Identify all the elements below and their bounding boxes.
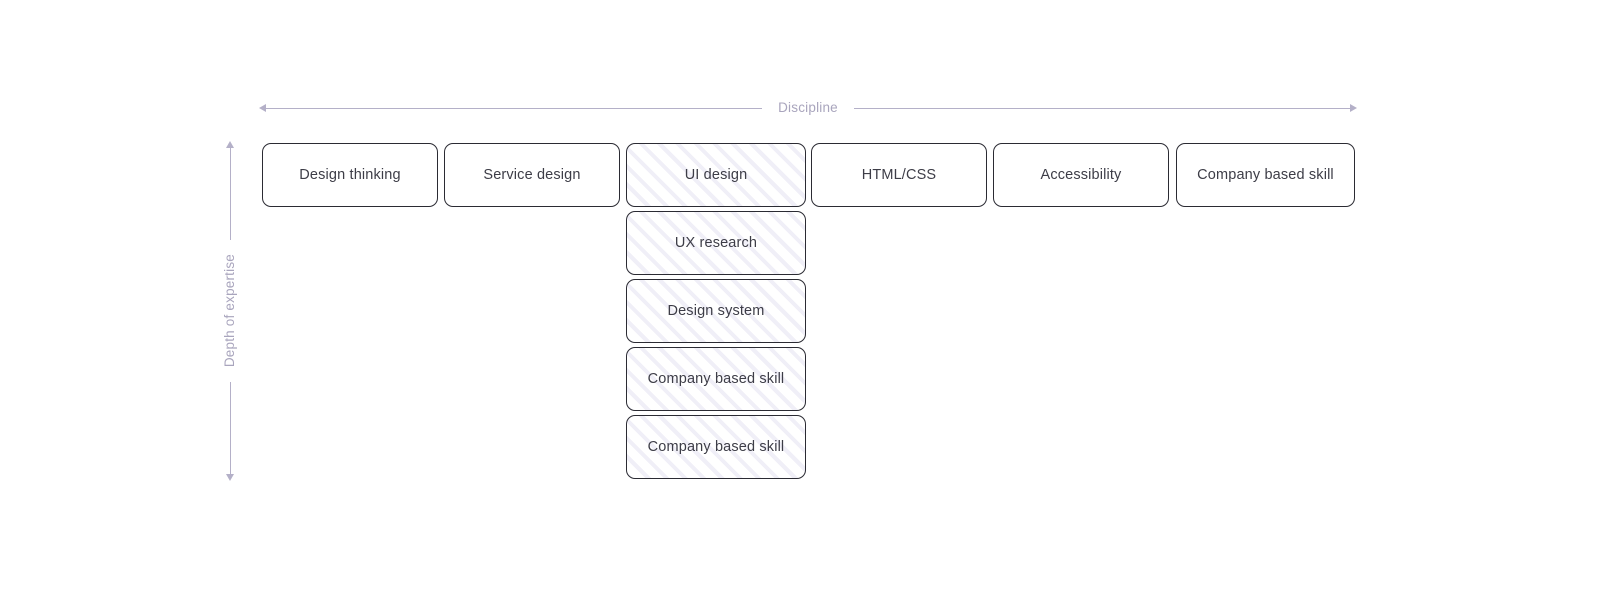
discipline-axis-label: Discipline	[778, 100, 838, 116]
depth-skill-box[interactable]: Company based skill	[626, 415, 806, 479]
depth-axis-line-bottom	[229, 381, 231, 475]
breadth-skill-box-highlighted[interactable]: UI design	[626, 143, 806, 207]
skill-box-label: Company based skill	[1197, 167, 1334, 183]
skill-box-label: UI design	[684, 167, 748, 183]
skill-box-label: Design thinking	[299, 167, 401, 183]
depth-axis-line-top	[229, 148, 231, 241]
skill-box-label: HTML/CSS	[861, 167, 937, 183]
breadth-skill-box[interactable]: Company based skill	[1176, 143, 1355, 207]
skill-box-label: Design system	[667, 303, 765, 319]
discipline-axis: Discipline	[259, 96, 1357, 120]
depth-of-expertise-axis-label: Depth of expertise	[222, 254, 238, 368]
breadth-skill-box[interactable]: Service design	[444, 143, 620, 207]
breadth-skill-box[interactable]: HTML/CSS	[811, 143, 987, 207]
skill-box-label: Company based skill	[647, 439, 785, 455]
arrow-left-icon	[259, 104, 266, 112]
breadth-skill-box[interactable]: Design thinking	[262, 143, 438, 207]
depth-of-expertise-axis: Depth of expertise	[219, 141, 241, 482]
arrow-right-icon	[1350, 104, 1357, 112]
depth-skill-box[interactable]: UX research	[626, 211, 806, 275]
depth-skill-box[interactable]: Design system	[626, 279, 806, 343]
skill-box-label: Company based skill	[647, 371, 785, 387]
depth-skill-box[interactable]: Company based skill	[626, 347, 806, 411]
skill-box-label: Accessibility	[1040, 167, 1122, 183]
arrow-down-icon	[226, 474, 234, 482]
skill-box-label: UX research	[674, 235, 758, 251]
arrow-up-icon	[226, 141, 234, 148]
discipline-axis-line-right	[853, 107, 1350, 109]
skill-box-label: Service design	[483, 167, 581, 183]
discipline-axis-line-left	[266, 107, 763, 109]
breadth-skill-box[interactable]: Accessibility	[993, 143, 1169, 207]
